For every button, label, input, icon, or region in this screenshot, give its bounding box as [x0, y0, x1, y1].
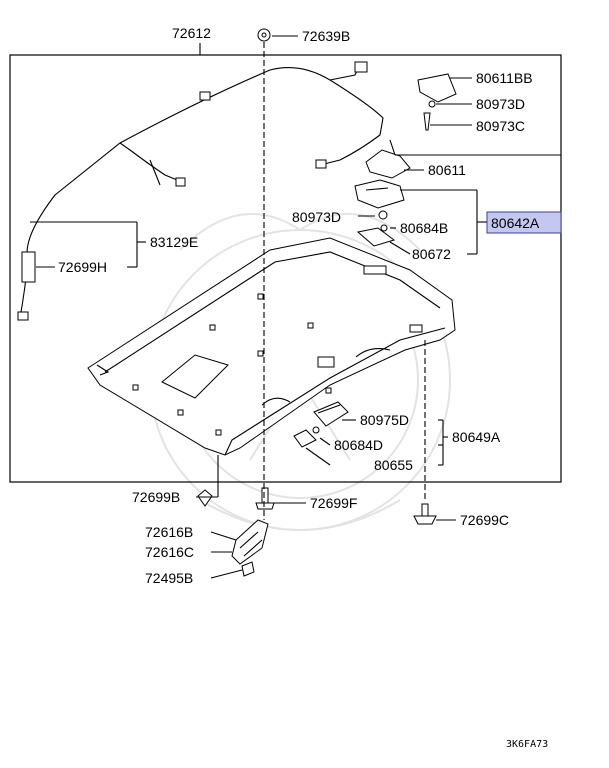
screw-72495b [241, 561, 255, 577]
headliner-panel [87, 237, 456, 456]
callout-72612: 72612 [172, 25, 211, 41]
screw-80973c [423, 112, 431, 131]
callout-72699f: 72699F [310, 495, 357, 511]
callout-83129e: 83129E [150, 234, 198, 250]
leader-lines [30, 35, 561, 579]
bracket-80611 [365, 149, 411, 179]
callout-72639b: 72639B [302, 28, 350, 44]
clip-72699b [197, 489, 213, 507]
callout-80684d: 80684D [334, 437, 383, 453]
clip-72699f [255, 487, 275, 510]
callout-72699h: 72699H [58, 259, 107, 275]
callout-80684b: 80684B [400, 220, 448, 236]
lamp-80642a [354, 179, 405, 209]
clip-80684d [312, 426, 320, 434]
callout-80642a[interactable]: 80642A [491, 215, 540, 231]
callout-80611: 80611 [428, 162, 466, 178]
callout-80611bb: 80611BB [476, 70, 533, 86]
callout-80973d-mid: 80973D [292, 209, 341, 225]
callout-80655: 80655 [374, 457, 413, 473]
callout-80973d-top: 80973D [476, 96, 525, 112]
screw-80973d-mid [378, 210, 388, 220]
lens-80672 [356, 227, 396, 247]
bracket-80611bb [417, 73, 457, 103]
assembly-frame [9, 54, 562, 483]
reference-code: 3K6FA73 [506, 739, 548, 750]
callout-80672: 80672 [412, 246, 451, 262]
callout-72495b: 72495B [145, 570, 193, 586]
clip-72699c [413, 503, 437, 525]
clip-80684b [380, 224, 388, 232]
callout-72699c: 72699C [460, 512, 509, 528]
callout-72616b: 72616B [145, 524, 193, 540]
callout-72699b: 72699B [132, 489, 180, 505]
callout-labels: 72612 72639B 80611BB 80973D 80973C 80611… [58, 25, 562, 586]
callout-80649a: 80649A [452, 429, 501, 445]
grip-72616 [231, 519, 269, 565]
highlight-box-80642a[interactable] [486, 211, 562, 234]
screw-80973d [428, 100, 436, 108]
clip-72639b [257, 28, 271, 42]
callout-80975d: 80975D [360, 412, 409, 428]
callout-80973c: 80973C [476, 118, 525, 134]
lamp-80649a [313, 401, 349, 427]
callout-72616c: 72616C [145, 544, 194, 560]
lens-80655 [293, 429, 317, 448]
